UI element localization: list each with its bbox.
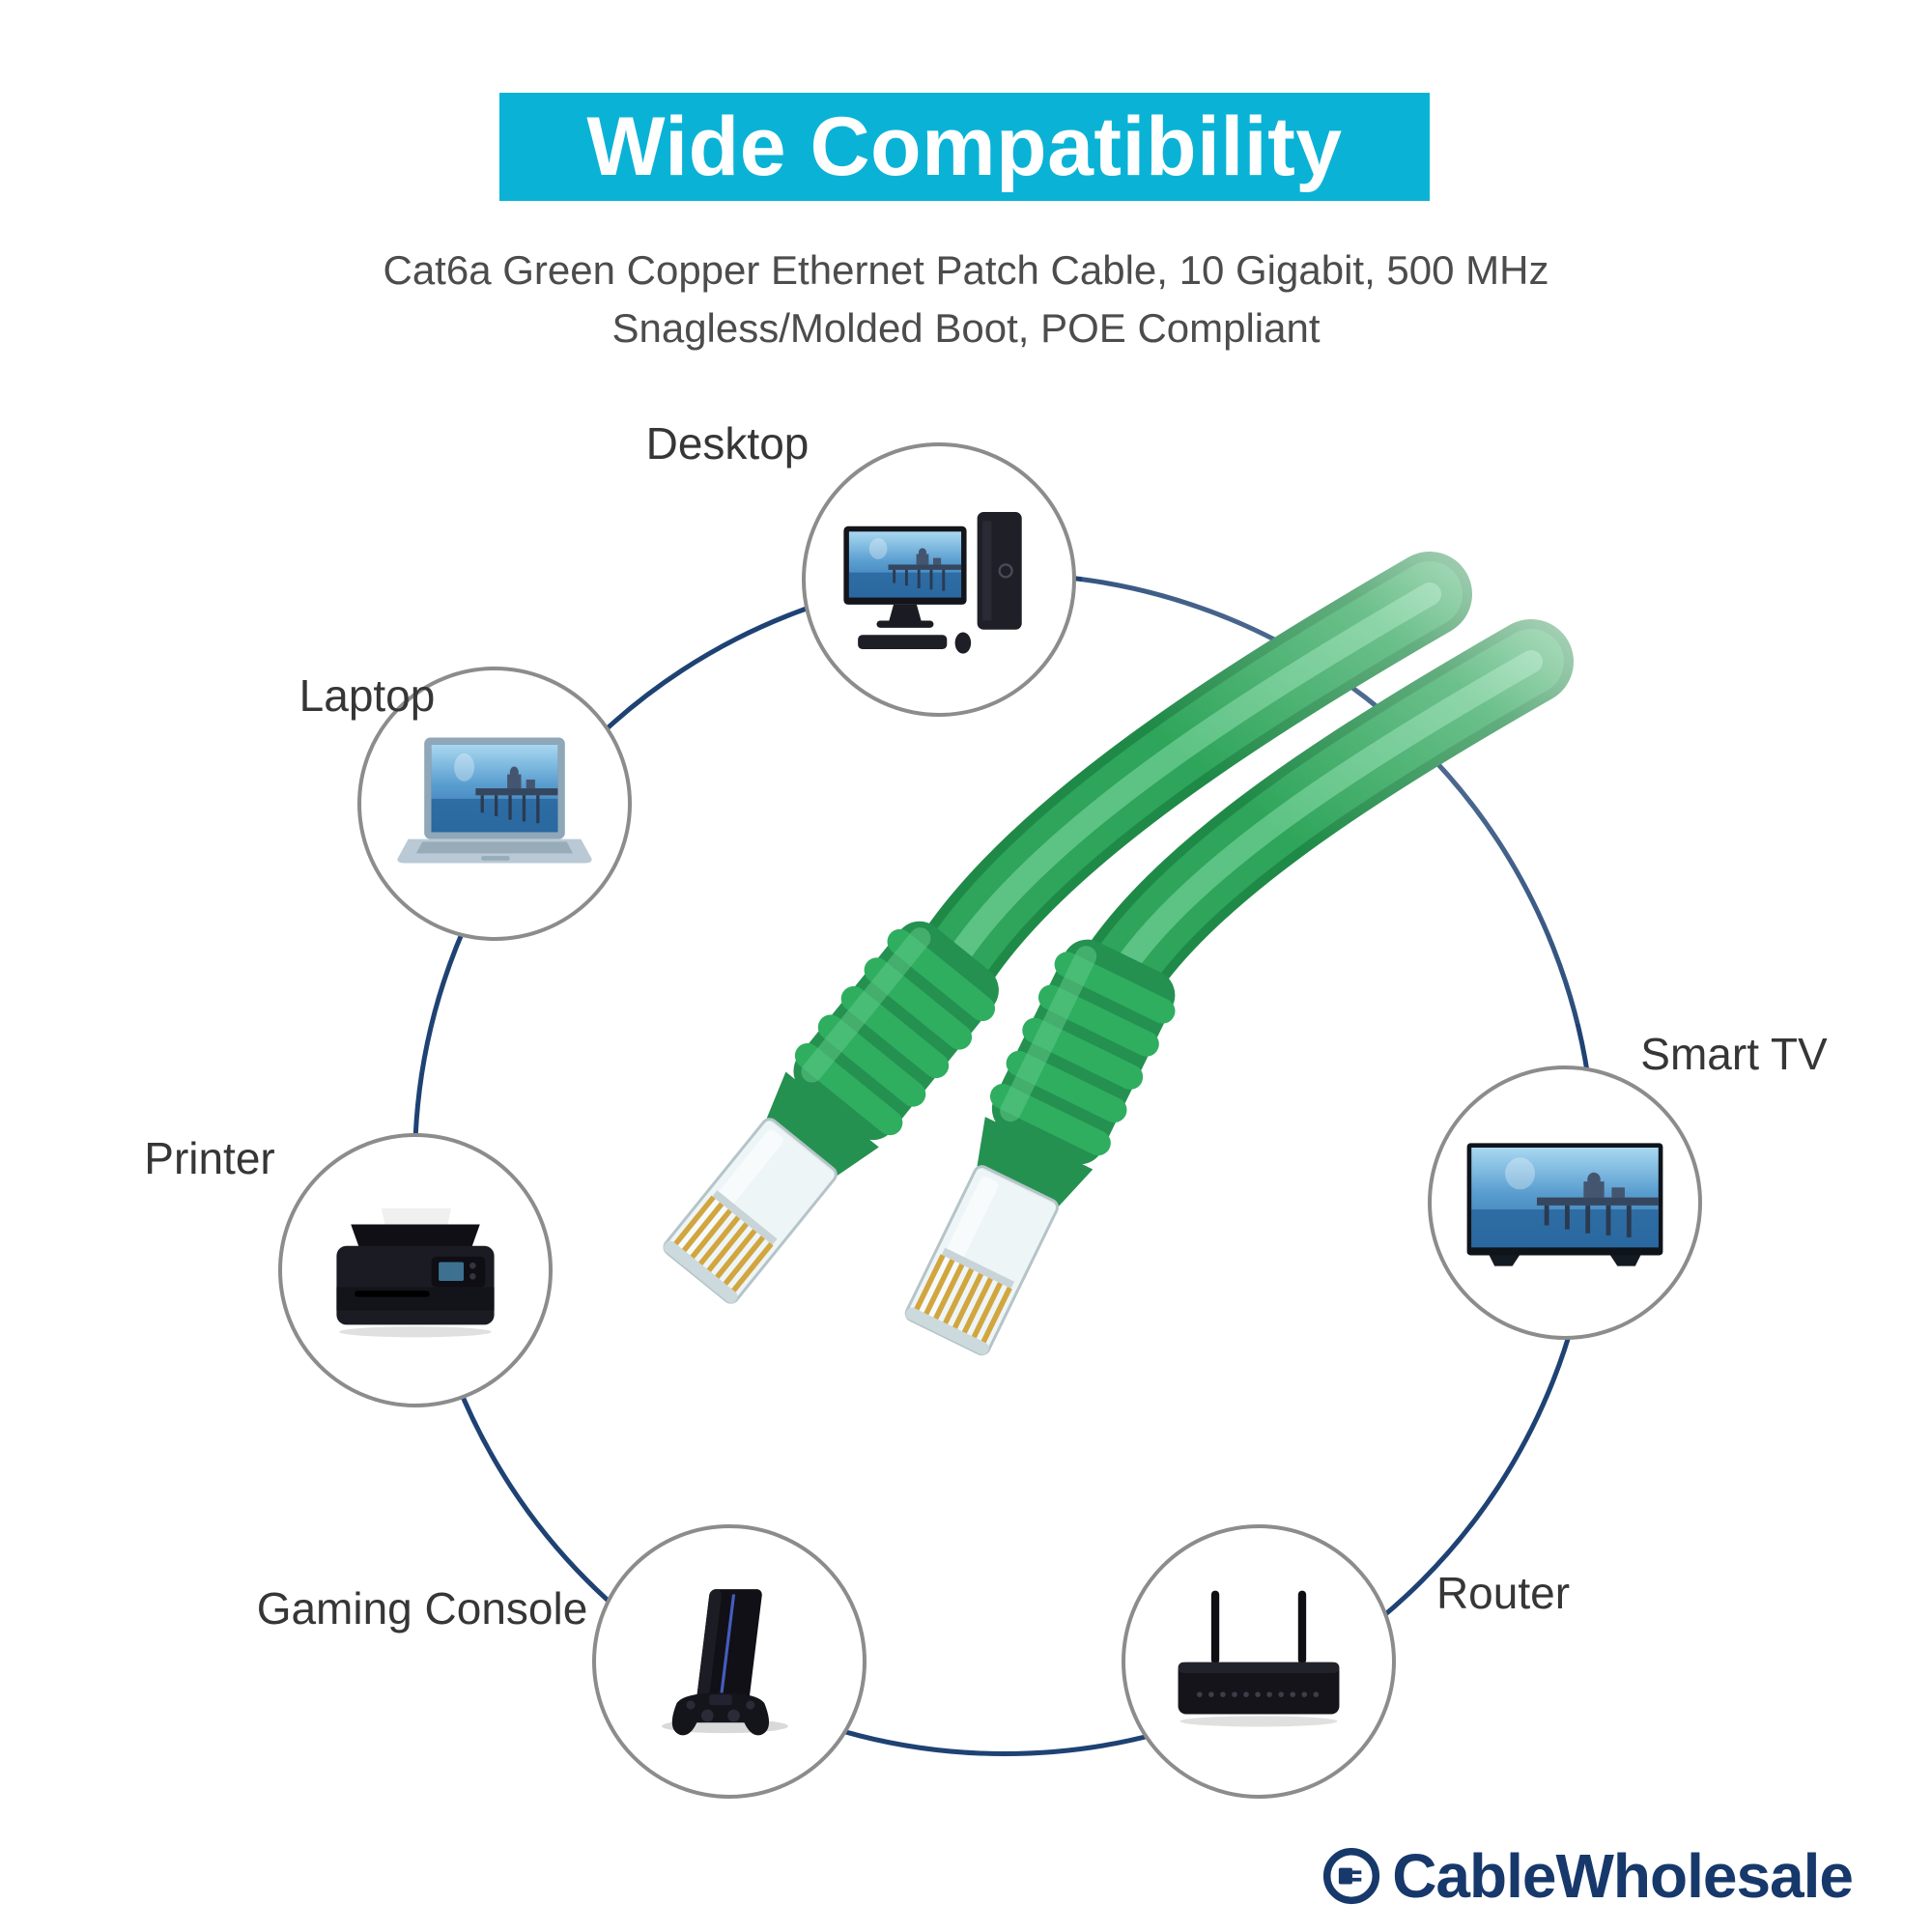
device-label-gaming-console: Gaming Console	[256, 1583, 588, 1634]
banner: Wide Compatibility	[499, 93, 1430, 201]
banner-title: Wide Compatibility	[586, 99, 1343, 193]
laptop-icon	[397, 737, 592, 864]
product-subtitle: Cat6a Green Copper Ethernet Patch Cable,…	[0, 242, 1932, 357]
ethernet-cable-image	[580, 541, 1642, 1449]
device-label-laptop: Laptop	[298, 670, 436, 721]
subtitle-line-2: Snagless/Molded Boot, POE Compliant	[611, 305, 1321, 351]
device-circle-printer	[278, 1133, 553, 1407]
device-circle-gaming-console	[592, 1524, 867, 1799]
device-label-router: Router	[1435, 1568, 1571, 1618]
router-icon	[1178, 1590, 1340, 1727]
gaming-console-icon	[662, 1588, 788, 1736]
device-label-desktop: Desktop	[645, 418, 810, 469]
cablewholesale-logo: CableWholesale	[1322, 1840, 1854, 1912]
desktop-icon	[843, 512, 1022, 654]
device-label-smart-tv: Smart TV	[1640, 1029, 1828, 1079]
device-label-printer: Printer	[144, 1133, 275, 1183]
smart-tv-icon	[1466, 1143, 1663, 1266]
device-circle-router	[1122, 1524, 1396, 1799]
device-circle-smart-tv	[1428, 1065, 1702, 1340]
subtitle-line-1: Cat6a Green Copper Ethernet Patch Cable,…	[383, 247, 1549, 293]
device-circle-desktop	[802, 442, 1076, 717]
printer-icon	[336, 1208, 495, 1338]
cable-fade-highlight	[1082, 541, 1642, 1024]
cablewholesale-logo-text: CableWholesale	[1392, 1841, 1854, 1911]
cablewholesale-logo-icon	[1323, 1847, 1380, 1905]
device-circle-laptop	[357, 667, 632, 941]
